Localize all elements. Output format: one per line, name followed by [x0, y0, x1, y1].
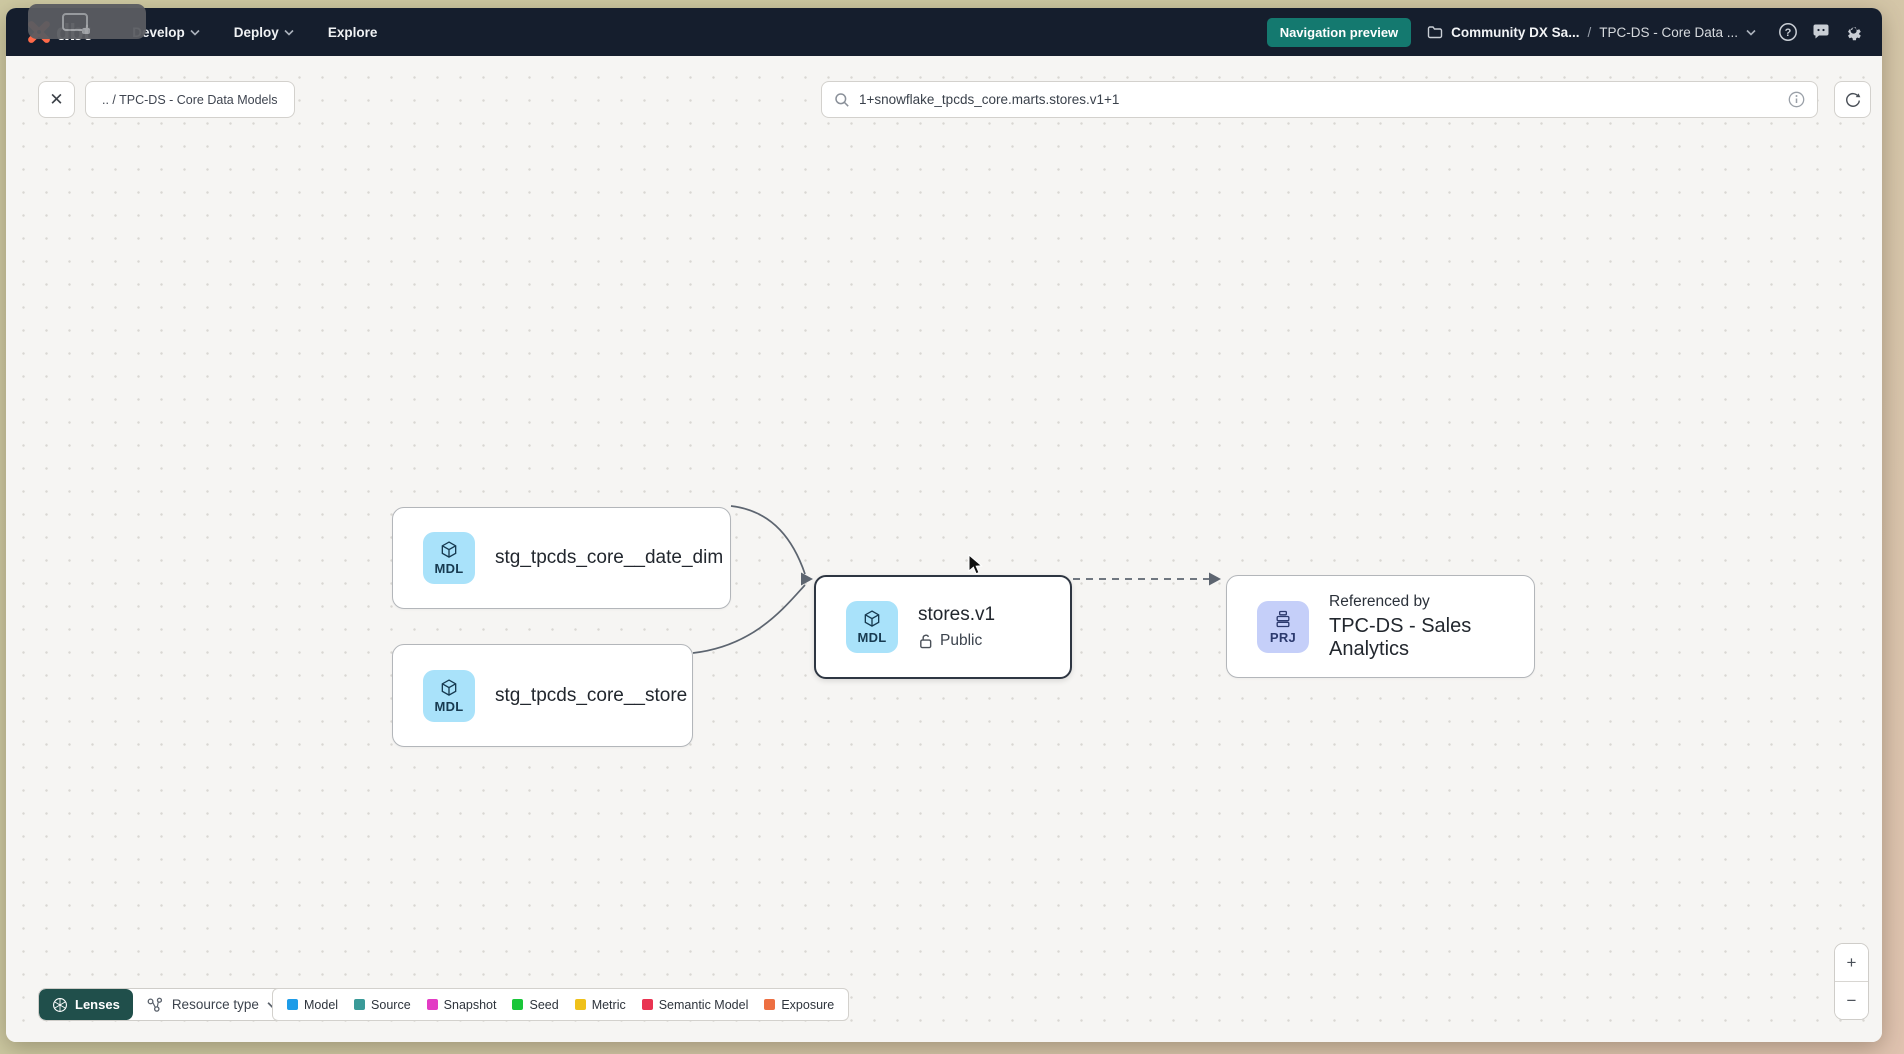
chevron-down-icon — [190, 29, 200, 36]
resource-type-code: PRJ — [1269, 629, 1297, 645]
nav-menu-explore[interactable]: Explore — [328, 25, 378, 40]
nav-menu-deploy-label: Deploy — [233, 24, 279, 40]
node-label: stg_tpcds_core__store — [495, 684, 688, 706]
resource-type-code: MDL — [857, 630, 887, 645]
legend-swatch — [512, 999, 524, 1010]
chevron-down-icon[interactable] — [1746, 29, 1756, 36]
lineage-search-input[interactable] — [859, 92, 1779, 107]
cube-icon — [441, 541, 457, 558]
monitor-icon — [62, 12, 90, 34]
screen-share-indicator — [28, 4, 146, 39]
legend-swatch — [354, 999, 366, 1010]
resource-type-label: Resource type — [171, 997, 259, 1012]
close-button[interactable]: ✕ — [38, 81, 75, 118]
search-icon — [835, 92, 849, 107]
folder-icon — [1427, 26, 1443, 39]
lineage-node-stores-v1[interactable]: MDL stores.v1 Public — [814, 575, 1072, 679]
legend-item-metric: Metric — [574, 998, 626, 1012]
legend-item-source: Source — [354, 998, 411, 1012]
stacked-trays-icon — [1276, 610, 1290, 627]
node-label: stg_tpcds_core__date_dim — [495, 547, 724, 568]
arrowhead — [801, 572, 813, 586]
model-badge: MDL — [423, 532, 475, 584]
breadcrumb-project[interactable]: Community DX Sa... — [1451, 24, 1580, 40]
access-label: Public — [940, 632, 983, 649]
chevron-down-icon — [284, 29, 294, 36]
cube-icon — [441, 678, 457, 696]
navigation-preview-badge[interactable]: Navigation preview — [1266, 17, 1412, 47]
lens-aperture-icon — [53, 997, 67, 1012]
lineage-node-stg-tpcds-core-date-dim[interactable]: MDL stg_tpcds_core__date_dim — [392, 507, 731, 609]
zoom-in-button[interactable]: + — [1835, 944, 1868, 981]
settings-gear-icon[interactable] — [1844, 22, 1864, 42]
nav-menu-deploy[interactable]: Deploy — [234, 25, 294, 40]
refresh-icon — [1845, 92, 1860, 107]
zoom-controls: + − — [1834, 943, 1869, 1020]
model-badge: MDL — [423, 669, 475, 722]
model-badge: MDL — [846, 601, 898, 653]
refresh-button[interactable] — [1834, 81, 1871, 118]
info-icon[interactable] — [1788, 91, 1805, 108]
legend-item-model: Model — [287, 998, 338, 1012]
breadcrumb[interactable]: Community DX Sa... / TPC-DS - Core Data … — [1427, 25, 1756, 40]
help-icon[interactable]: ? — [1778, 22, 1798, 42]
lineage-breadcrumb-label: .. / TPC-DS - Core Data Models — [102, 92, 278, 107]
divider — [1835, 981, 1868, 982]
lenses-button[interactable]: Lenses — [39, 989, 133, 1020]
referenced-by-label: Referenced by — [1329, 592, 1430, 610]
app-window: dbt Develop Deploy Explore Navigation pr… — [6, 8, 1882, 1042]
feedback-icon[interactable] — [1811, 22, 1831, 42]
legend-item-exposure: Exposure — [764, 998, 834, 1012]
arrowhead — [1209, 572, 1221, 586]
node-label: TPC-DS - Sales Analytics — [1329, 614, 1472, 660]
legend-item-seed: Seed — [512, 998, 559, 1012]
legend-swatch — [426, 999, 438, 1010]
project-badge: PRJ — [1257, 600, 1309, 653]
resource-type-code: MDL — [434, 561, 464, 576]
lineage-breadcrumb-chip[interactable]: .. / TPC-DS - Core Data Models — [85, 81, 295, 118]
legend-swatch — [574, 999, 586, 1010]
nav-menu-explore-label: Explore — [327, 24, 378, 40]
resource-type-legend: Model Source Snapshot Seed Metric Semant… — [272, 988, 850, 1021]
breadcrumb-section[interactable]: TPC-DS - Core Data ... — [1599, 24, 1738, 40]
lineage-node-referenced-by-sales-analytics[interactable]: PRJ Referenced by TPC-DS - Sales Analyti… — [1226, 575, 1535, 678]
unlock-icon — [920, 634, 932, 649]
resource-type-dropdown[interactable]: Resource type — [132, 989, 291, 1020]
legend-item-semantic-model: Semantic Model — [641, 998, 748, 1012]
graph-nodes-icon — [147, 997, 162, 1012]
lineage-edges — [692, 505, 1221, 654]
cube-icon — [864, 610, 880, 627]
mouse-cursor — [968, 554, 983, 575]
breadcrumb-separator: / — [1587, 24, 1592, 40]
close-icon: ✕ — [49, 89, 64, 109]
lineage-search-bar[interactable] — [821, 81, 1818, 118]
resource-type-code: MDL — [434, 698, 464, 714]
lineage-canvas[interactable]: ✕ .. / TPC-DS - Core Data Models — [6, 56, 1882, 1042]
lens-controls: Lenses Resource type — [38, 988, 292, 1021]
top-nav: dbt Develop Deploy Explore Navigation pr… — [6, 8, 1882, 56]
edge-date-dim-to-stores — [730, 505, 806, 575]
legend-swatch — [764, 999, 776, 1010]
legend-swatch — [641, 999, 653, 1010]
legend-swatch — [287, 999, 298, 1010]
node-label: stores.v1 — [918, 604, 996, 625]
lenses-label: Lenses — [75, 997, 120, 1012]
zoom-out-button[interactable]: − — [1835, 982, 1868, 1019]
svg-text:?: ? — [1785, 27, 1792, 39]
legend-item-snapshot: Snapshot — [426, 998, 496, 1012]
lineage-node-stg-tpcds-core-store[interactable]: MDL stg_tpcds_core__store — [392, 644, 693, 747]
